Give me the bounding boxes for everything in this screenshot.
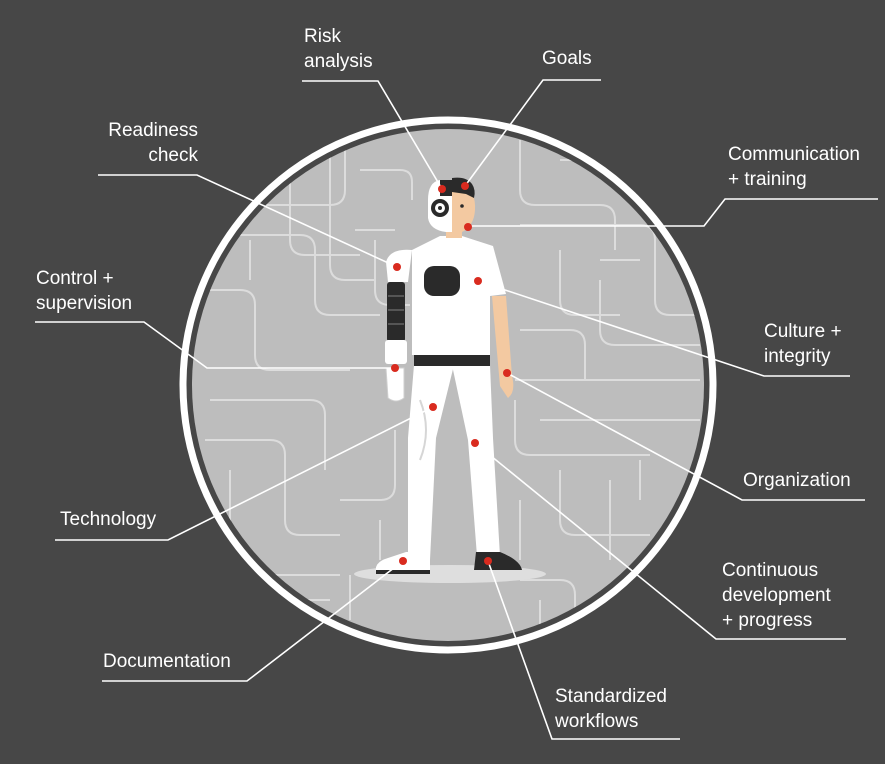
label-organization: Organization [743,470,851,491]
label-standardized-workflows: Standardized workflows [555,686,667,732]
label-risk-analysis: Risk analysis [304,26,373,72]
label-readiness-check: Readiness check [108,120,198,166]
label-culture-integrity: Culture + integrity [764,321,842,367]
marker-documentation [399,557,407,565]
marker-risk-analysis [438,185,446,193]
belt [414,352,490,366]
markers [391,182,511,565]
label-technology: Technology [60,509,157,530]
line-culture-integrity [477,280,850,377]
human-head [452,184,476,232]
label-communication-training: Communication + training [728,144,860,190]
marker-goals [461,182,469,190]
marker-standardized-workflows [484,557,492,565]
line-standardized-workflows [487,560,680,740]
leader-lines [35,79,878,740]
label-continuous-development: Continuous development + progress [722,560,831,631]
label-goals: Goals [542,48,592,69]
label-documentation: Documentation [103,651,231,672]
robot-forearm [387,282,405,342]
line-risk-analysis [302,80,443,190]
line-organization [506,372,865,501]
robot-hand [385,367,405,402]
line-goals [464,79,601,187]
marker-technology [429,403,437,411]
label-control-supervision: Control + supervision [36,268,133,314]
marker-culture-integrity [474,277,482,285]
outer-ring [179,116,717,654]
line-documentation [102,560,404,682]
marker-communication [464,223,472,231]
marker-continuous-development [471,439,479,447]
torso [412,236,506,355]
right-leg [452,365,500,556]
marker-readiness-check [393,263,401,271]
chest-panel [424,266,460,296]
line-continuous-development [474,442,846,640]
line-readiness-check [98,174,398,268]
marker-control-supervision [391,364,399,372]
line-control-supervision [35,321,395,369]
marker-organization [503,369,511,377]
right-shoe [474,552,522,570]
line-technology [55,406,434,541]
line-communication-training [470,198,878,227]
